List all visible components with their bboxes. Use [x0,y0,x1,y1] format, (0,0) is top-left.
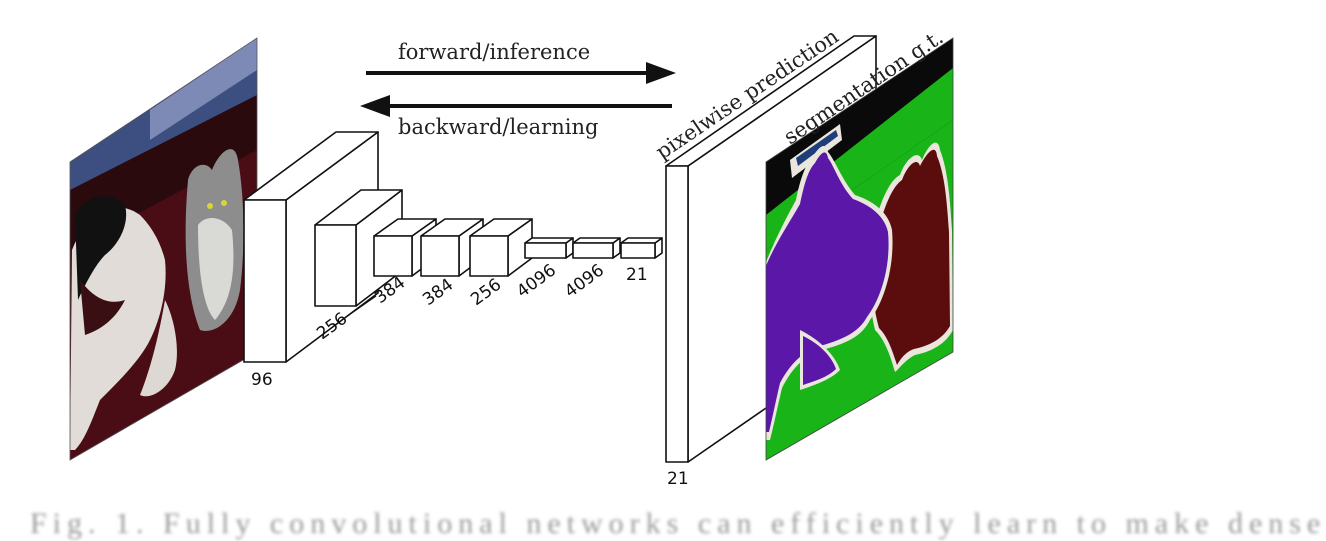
layer-label-4096-b: 4096 [561,260,608,302]
layer-block-4096-b [572,237,621,259]
forward-label: forward/inference [398,40,590,64]
output-label-21: 21 [667,469,689,489]
layer-label-21: 21 [626,265,648,285]
figure-caption: Fig. 1. Fully convolutional networks can… [30,507,1326,540]
layer-block-4096-a [524,237,574,259]
fcn-architecture-diagram: forward/inference backward/learning pixe… [69,24,954,489]
layer-label-256-b: 256 [467,275,505,310]
layer-label-384-b: 384 [419,275,457,310]
forward-arrow [366,62,676,84]
layer-block-21 [620,237,663,259]
layer-label-96: 96 [251,370,273,390]
layer-256-leader [345,295,377,318]
backward-arrow [360,95,672,117]
input-image [70,38,257,460]
backward-label: backward/learning [398,115,598,139]
segmentation-ground-truth-image [766,38,953,460]
layer-block-256-b [469,218,533,277]
